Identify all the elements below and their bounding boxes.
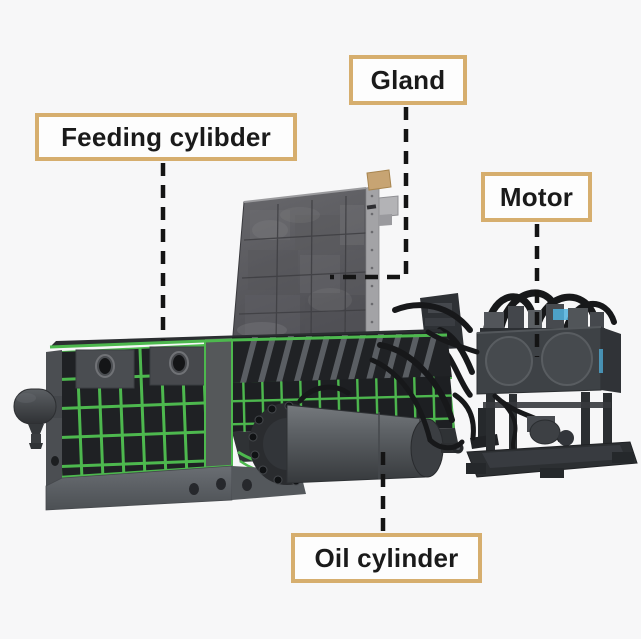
side-tank [13, 388, 62, 449]
connector-gland [330, 107, 409, 280]
label-motor: Motor [481, 172, 592, 222]
label-gland: Gland [349, 55, 467, 105]
gland-plate [231, 169, 399, 348]
label-oil-cylinder-text: Oil cylinder [314, 542, 459, 573]
label-motor-text: Motor [499, 181, 574, 212]
label-feeding-cylinder-text: Feeding cylibder [61, 121, 271, 152]
label-oil-cylinder: Oil cylinder [291, 533, 482, 583]
label-feeding-cylinder: Feeding cylibder [35, 113, 297, 161]
motor-unit [369, 289, 638, 478]
connector-lines [160, 107, 540, 531]
blue-accent-strip [599, 349, 603, 373]
label-gland-text: Gland [370, 64, 446, 95]
blue-solenoid [553, 309, 568, 320]
